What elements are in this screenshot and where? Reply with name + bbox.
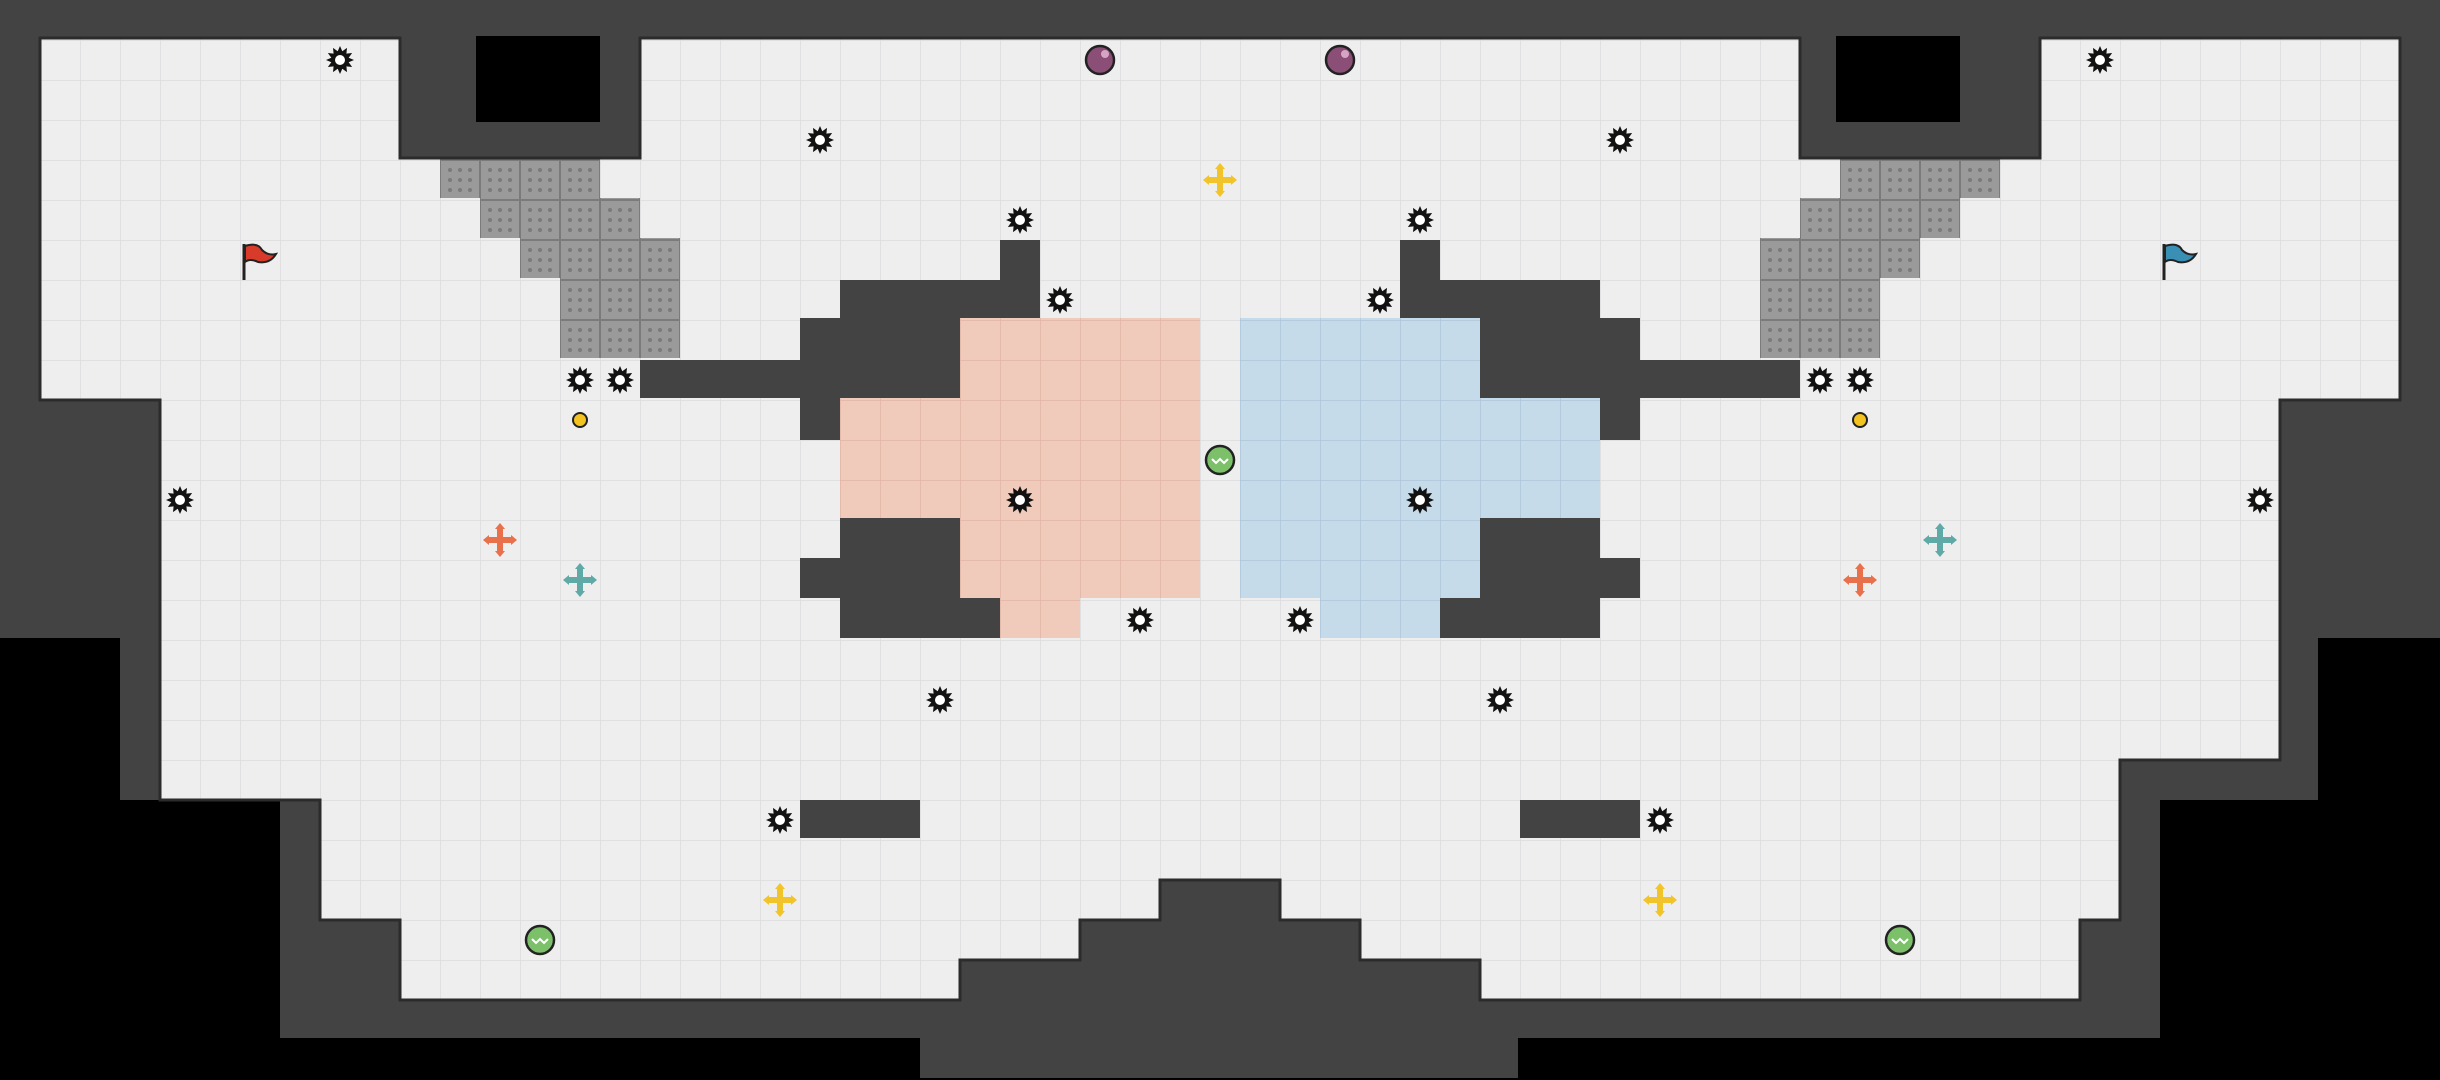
top-left-void <box>476 36 600 122</box>
left-spike-grate <box>440 158 680 358</box>
red-flag-icon <box>242 243 279 280</box>
spike-icon <box>1046 286 1074 314</box>
purple-powerup-icon <box>1084 44 1116 76</box>
spike-icon <box>1406 486 1434 514</box>
center-right-wall-top <box>1400 240 1640 440</box>
spike-icon <box>566 366 594 394</box>
orange-boost-icon <box>483 523 517 557</box>
green-powerup-icon <box>1884 924 1916 956</box>
spike-icon <box>766 806 794 834</box>
yellow-boost-icon <box>1203 163 1237 197</box>
top-right-void <box>1836 36 1960 122</box>
blue-flag-icon <box>2162 243 2199 280</box>
spike-icon <box>2086 46 2114 74</box>
spike-icon <box>1846 366 1874 394</box>
green-powerup-icon <box>524 924 556 956</box>
spike-icon <box>926 686 954 714</box>
teal-boost-icon <box>563 563 597 597</box>
spike-icon <box>1646 806 1674 834</box>
spike-icon <box>166 486 194 514</box>
center-left-wall-top <box>800 240 1040 440</box>
spike-icon <box>1806 366 1834 394</box>
spike-icon <box>1606 126 1634 154</box>
green-powerup-icon <box>1204 444 1236 476</box>
right-spike-grate <box>1760 158 2000 358</box>
teal-boost-icon <box>1923 523 1957 557</box>
spike-icon <box>1006 206 1034 234</box>
spike-icon <box>606 366 634 394</box>
yellow-bomb-icon <box>1852 412 1868 428</box>
bottom-left-bar <box>800 800 920 838</box>
spike-icon <box>1006 486 1034 514</box>
spike-icon <box>806 126 834 154</box>
spike-icon <box>1366 286 1394 314</box>
spike-icon <box>1126 606 1154 634</box>
purple-powerup-icon <box>1324 44 1356 76</box>
spike-icon <box>1486 686 1514 714</box>
bottom-right-bar <box>1520 800 1640 838</box>
yellow-bomb-icon <box>572 412 588 428</box>
spike-icon <box>326 46 354 74</box>
center-left-wall-bottom <box>800 518 1000 638</box>
wall-bottom-right <box>2118 800 2160 1038</box>
right-horizontal-ledge <box>1620 360 1800 398</box>
yellow-boost-icon <box>1643 883 1677 917</box>
wall-bottom-left <box>280 800 322 1038</box>
orange-boost-icon <box>1843 563 1877 597</box>
left-horizontal-ledge <box>640 360 820 398</box>
spike-icon <box>1406 206 1434 234</box>
spike-icon <box>2246 486 2274 514</box>
spike-icon <box>1286 606 1314 634</box>
center-right-wall-bottom <box>1440 518 1640 638</box>
yellow-boost-icon <box>763 883 797 917</box>
